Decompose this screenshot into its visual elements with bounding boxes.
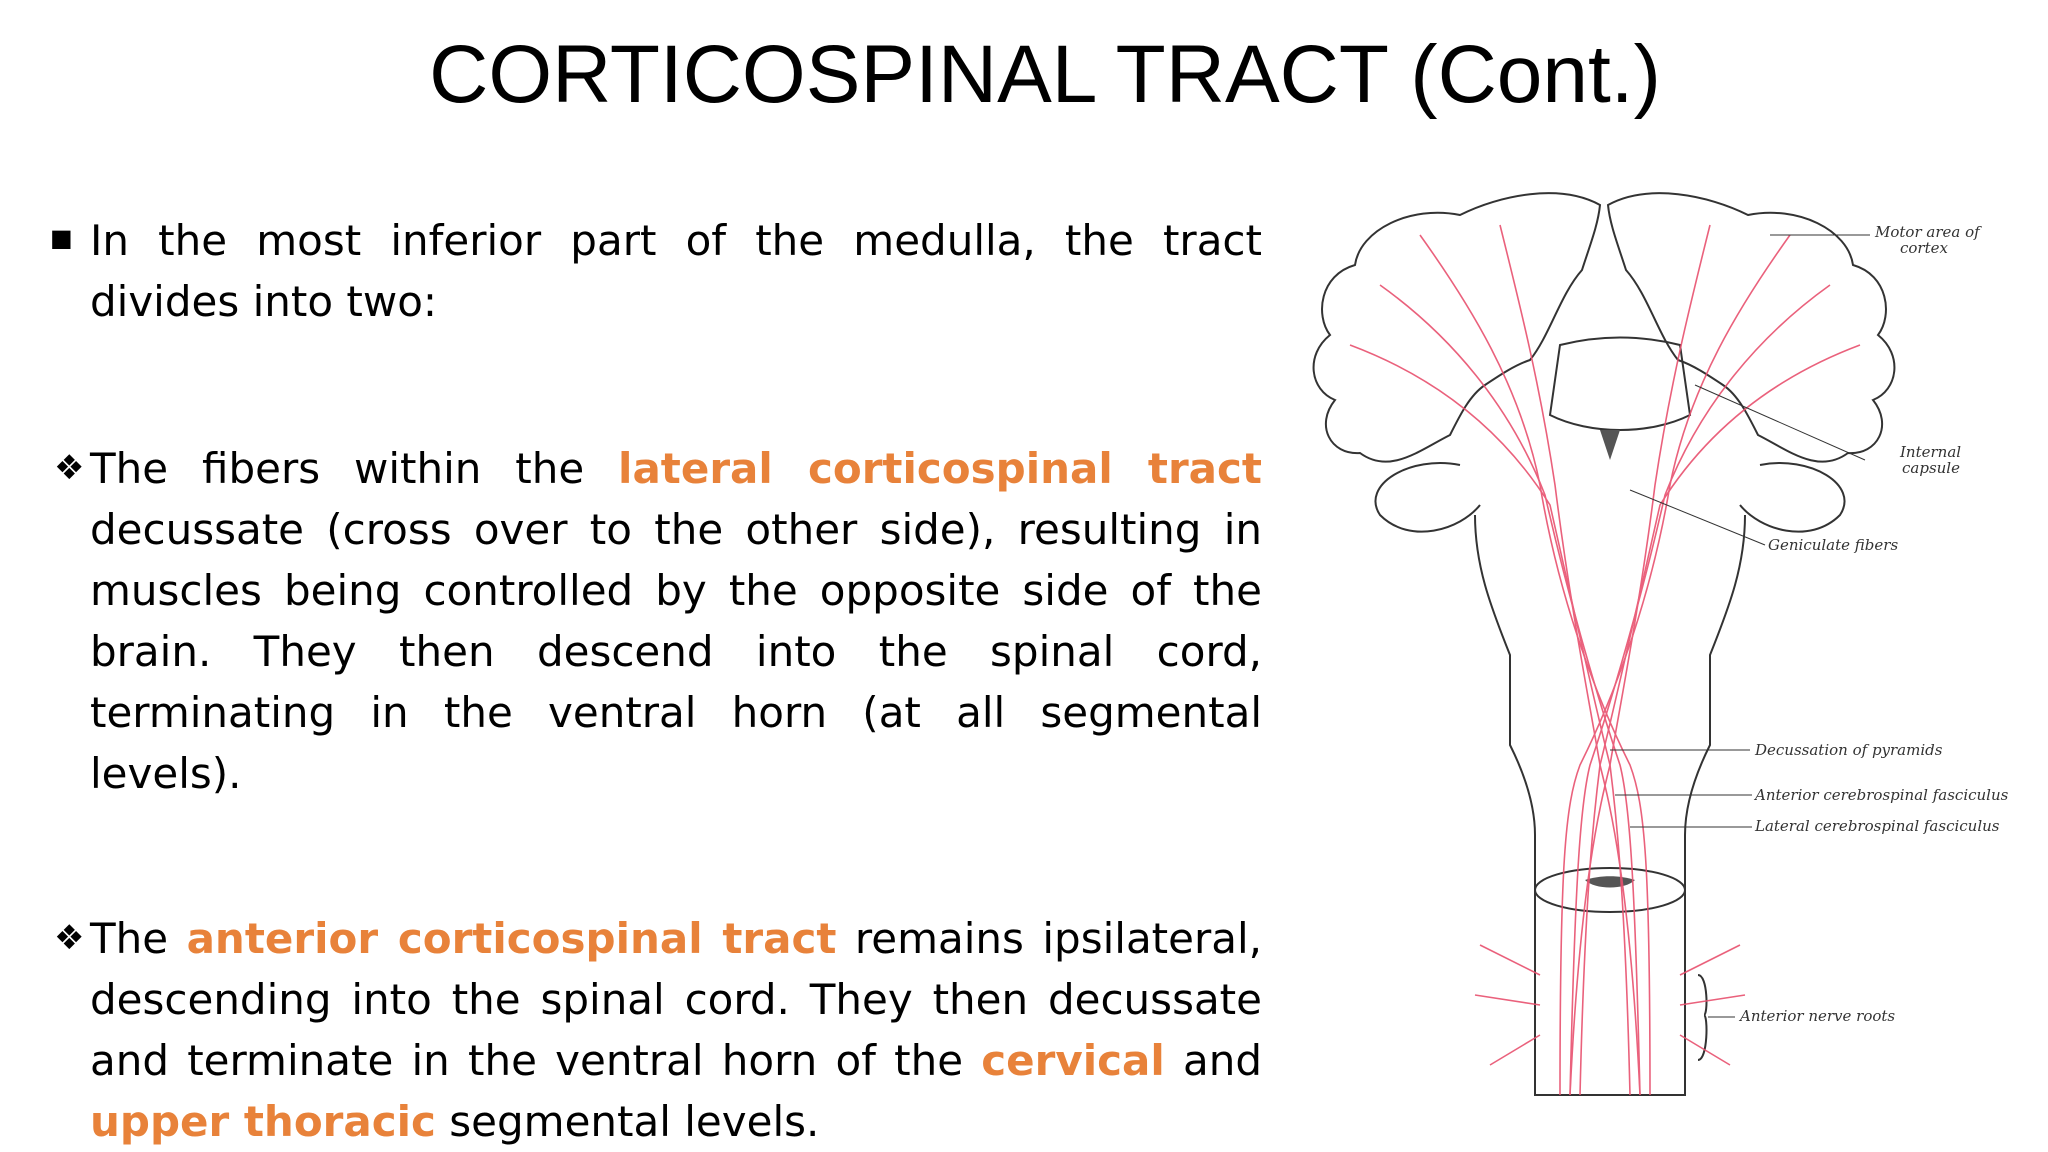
right-root-fibers [1679, 944, 1746, 1066]
fiber-path [1349, 344, 1611, 1096]
left-root-fibers [1474, 944, 1541, 1066]
brainstem-left-outline [1474, 514, 1536, 985]
spinal-cord-top [1534, 867, 1686, 913]
paragraph-text: and [1164, 1036, 1262, 1085]
paragraph-lateral-tract: ❖ The fibers within the lateral corticos… [50, 438, 1262, 804]
fiber-path [1559, 234, 1791, 1096]
ventricle-mark [1600, 430, 1620, 460]
paragraph-text: remains ipsilateral, descending into the… [90, 914, 1263, 1085]
paragraph-text: The [90, 914, 187, 963]
leader-geniculate [1629, 489, 1766, 546]
label-internal-capsule-line1: Internal [1899, 443, 1961, 461]
paragraph-text: segmental levels. [435, 1097, 820, 1146]
corticospinal-tract-diagram: Motor area of cortex Internal capsule Ge… [1300, 185, 2040, 1105]
paragraph-text: The fibers within the [90, 444, 619, 493]
diagram-labels: Motor area of cortex Internal capsule Ge… [1738, 223, 2009, 1025]
highlight-upper-thoracic: upper thoracic [90, 1097, 436, 1146]
gray-matter-mark [1585, 876, 1635, 888]
highlight-lateral-corticospinal-tract: lateral corticospinal tract [618, 444, 1262, 493]
brain-outline [1312, 192, 1896, 1096]
label-geniculate-fibers: Geniculate fibers [1768, 536, 1898, 554]
leader-lines [1610, 234, 1870, 1018]
slide-title: CORTICOSPINAL TRACT (Cont.) [429, 29, 1661, 120]
highlight-anterior-corticospinal-tract: anterior corticospinal tract [186, 914, 837, 963]
thalamus-outline [1548, 336, 1692, 431]
diamond-bullet-icon: ❖ [54, 918, 85, 958]
paragraph-medulla-division: ■ In the most inferior part of the medul… [50, 210, 1262, 332]
fiber-path [1499, 224, 1601, 1096]
paragraph-anterior-tract: ❖ The anterior corticospinal tract remai… [50, 908, 1262, 1152]
diamond-bullet-icon: ❖ [54, 448, 85, 488]
leader-internal-capsule [1694, 384, 1866, 461]
right-temporal-lobe [1739, 462, 1846, 533]
fiber-path [1379, 284, 1641, 1096]
brainstem-right-outline [1684, 514, 1746, 985]
fiber-path [1599, 344, 1861, 1096]
paragraph-text: decussate (cross over to the other side)… [90, 505, 1262, 798]
paragraph-text: In the most inferior part of the medulla… [90, 216, 1262, 326]
label-internal-capsule-line2: capsule [1902, 459, 1960, 477]
fiber-path [1569, 284, 1831, 1096]
label-lateral-cerebrospinal-fasciculus: Lateral cerebrospinal fasciculus [1754, 817, 2000, 835]
label-motor-area-line2: cortex [1900, 239, 1949, 257]
fiber-path [1609, 224, 1711, 1096]
spinal-cord-body [1534, 890, 1686, 1096]
left-temporal-lobe [1374, 462, 1481, 533]
right-hemisphere-outline [1606, 192, 1896, 463]
label-motor-area-line1: Motor area of [1874, 223, 1982, 241]
left-hemisphere-outline [1312, 192, 1602, 463]
tract-fibers [1349, 224, 1861, 1096]
label-decussation-of-pyramids: Decussation of pyramids [1754, 741, 1943, 759]
square-bullet-icon: ■ [50, 224, 73, 252]
diagram-svg: Motor area of cortex Internal capsule Ge… [1312, 192, 2009, 1096]
highlight-cervical: cervical [981, 1036, 1165, 1085]
nerve-roots-brace [1697, 974, 1708, 1061]
label-anterior-nerve-roots: Anterior nerve roots [1738, 1007, 1895, 1025]
text-content: ■ In the most inferior part of the medul… [50, 210, 1262, 1152]
label-anterior-cerebrospinal-fasciculus: Anterior cerebrospinal fasciculus [1753, 786, 2009, 804]
